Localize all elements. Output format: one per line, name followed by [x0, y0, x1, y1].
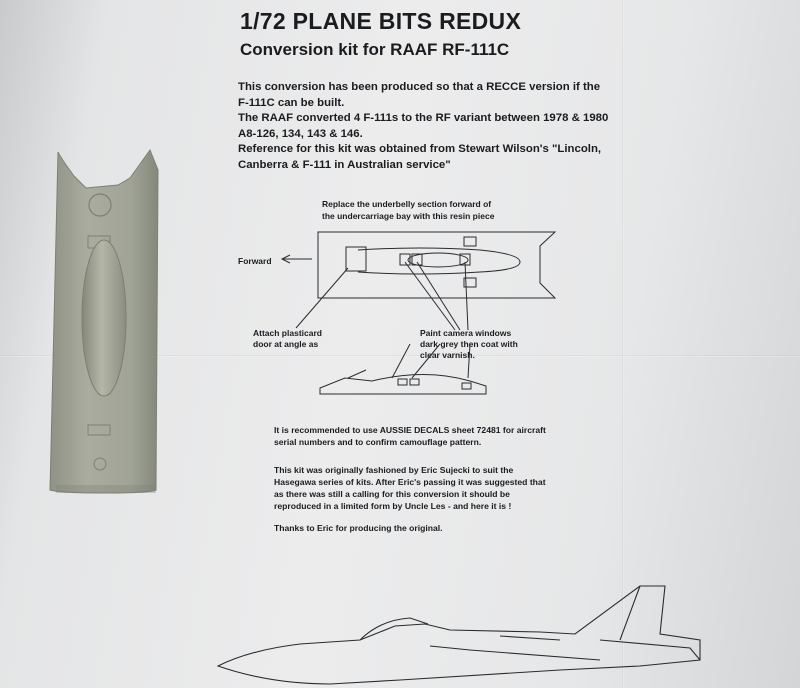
intro-line: F-111C can be built.	[238, 96, 345, 109]
body-line: Hasegawa series of kits. After Eric's pa…	[274, 477, 546, 487]
paint-line: Paint camera windows	[420, 328, 512, 338]
body-line: as there was still a calling for this co…	[274, 489, 510, 499]
diagram-caption: Replace the underbelly section forward o…	[322, 198, 582, 222]
body-line: reproduced in a limited form by Uncle Le…	[274, 501, 512, 511]
body-line: This kit was originally fashioned by Eri…	[274, 465, 514, 475]
body-line: It is recommended to use AUSSIE DECALS s…	[274, 425, 546, 435]
attach-note: Attach plasticard door at angle as	[253, 328, 373, 350]
decal-note: It is recommended to use AUSSIE DECALS s…	[274, 424, 614, 448]
history-note: This kit was originally fashioned by Eri…	[274, 464, 614, 512]
intro-text: This conversion has been produced so tha…	[238, 80, 638, 174]
attach-line: door at angle as	[253, 339, 319, 349]
intro-line: The RAAF converted 4 F-111s to the RF va…	[238, 112, 609, 125]
intro-line: Reference for this kit was obtained from…	[238, 143, 602, 156]
attach-line: Attach plasticard	[253, 328, 322, 338]
intro-line: Canberra & F-111 in Australian service"	[238, 158, 451, 171]
forward-label: Forward	[238, 256, 272, 266]
kit-subtitle: Conversion kit for RAAF RF-111C	[240, 40, 510, 59]
paint-line: dark grey then coat with	[420, 339, 518, 349]
intro-line: This conversion has been produced so tha…	[238, 81, 601, 93]
caption-line: the undercarriage bay with this resin pi…	[322, 211, 495, 221]
paint-note: Paint camera windows dark grey then coat…	[420, 328, 560, 361]
intro-line: A8-126, 134, 143 & 146.	[238, 127, 363, 140]
caption-line: Replace the underbelly section forward o…	[322, 199, 492, 209]
paper-fold-horizontal	[0, 355, 800, 357]
body-line: Thanks to Eric for producing the origina…	[274, 523, 443, 533]
paper-fold-vertical	[622, 0, 624, 688]
body-line: serial numbers and to confirm camouflage…	[274, 437, 482, 447]
paint-line: clear varnish.	[420, 350, 475, 360]
thanks-note: Thanks to Eric for producing the origina…	[274, 522, 614, 534]
kit-title: 1/72 PLANE BITS REDUX	[240, 8, 522, 34]
